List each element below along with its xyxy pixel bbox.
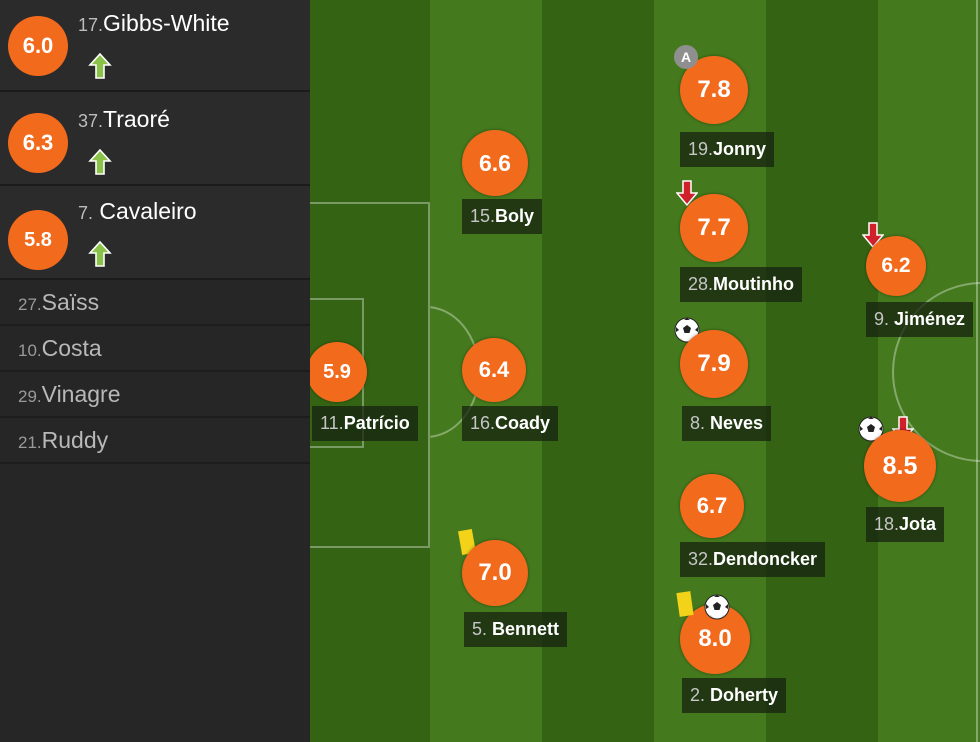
rating-badge: 7.7: [680, 194, 748, 262]
player-name-text: Doherty: [705, 685, 779, 705]
player-name-text: Bennett: [487, 619, 560, 639]
player-number: 19.: [688, 139, 714, 159]
bench-player: 10.Costa: [18, 335, 102, 362]
player-name-text: Saïss: [41, 289, 100, 315]
player-label: 9. Jiménez: [866, 302, 974, 337]
player-number: 27.: [18, 295, 42, 314]
player-name: 37.Traoré: [78, 106, 170, 133]
assist-badge: A: [674, 45, 698, 69]
player-number: 9.: [874, 309, 890, 329]
bench-row[interactable]: 21.Ruddy: [0, 418, 310, 464]
player-number: 8.: [690, 413, 706, 433]
player-name: 7. Cavaleiro: [78, 198, 197, 225]
player-label: 8. Neves: [682, 406, 772, 441]
player-label: 2. Doherty: [682, 678, 787, 713]
bench-player: 27.Saïss: [18, 289, 99, 316]
rating-badge: 7.8: [680, 56, 748, 124]
player-number: 16.: [470, 413, 496, 433]
player-number: 10.: [18, 341, 42, 360]
player-name-text: Jiménez: [889, 309, 966, 329]
player-name-text: Neves: [705, 413, 764, 433]
player-name: 17.Gibbs-White: [78, 10, 230, 37]
bench-row[interactable]: 10.Costa: [0, 326, 310, 372]
player-name-text: Costa: [41, 335, 102, 361]
player-number: 15.: [470, 206, 496, 226]
player-label: 32.Dendoncker: [680, 542, 826, 577]
bench-player: 29.Vinagre: [18, 381, 121, 408]
player-number: 11.: [320, 413, 344, 433]
player-name-text: Boly: [495, 206, 535, 226]
rating-badge: 5.9: [310, 342, 367, 402]
player-name-text: Jonny: [713, 139, 767, 159]
substitute-row[interactable]: 6.3 37.Traoré: [0, 92, 310, 186]
player-number: 32.: [688, 549, 714, 569]
player-number: 2.: [690, 685, 706, 705]
player-label: 28.Moutinho: [680, 267, 802, 302]
player-name-text: Dendoncker: [713, 549, 818, 569]
penalty-box: [310, 202, 430, 548]
sidebar: 6.0 17.Gibbs-White 6.3 37.Traoré 5.8 7. …: [0, 0, 310, 742]
rating-badge: 6.7: [680, 474, 744, 538]
sub-in-arrow-icon: [88, 148, 112, 175]
player-label: 11.Patrício: [312, 406, 418, 441]
player-label: 5. Bennett: [464, 612, 568, 647]
rating-badge: 5.8: [8, 210, 68, 270]
player-number: 18.: [874, 514, 900, 534]
rating-badge: 7.9: [680, 330, 748, 398]
player-label: 18.Jota: [866, 507, 945, 542]
player-number: 7.: [78, 203, 94, 223]
player-name-text: Traoré: [103, 106, 170, 132]
sub-in-arrow-icon: [88, 52, 112, 79]
player-name-text: Gibbs-White: [103, 10, 230, 36]
player-name-text: Vinagre: [41, 381, 121, 407]
player-label: 19.Jonny: [680, 132, 775, 167]
substitute-row[interactable]: 6.0 17.Gibbs-White: [0, 0, 310, 92]
bench-row[interactable]: 29.Vinagre: [0, 372, 310, 418]
player-number: 37.: [78, 111, 104, 131]
player-number: 29.: [18, 387, 42, 406]
player-name-text: Patrício: [343, 413, 410, 433]
sub-in-arrow-icon: [88, 240, 112, 267]
player-name-text: Cavaleiro: [93, 198, 197, 224]
player-name-text: Ruddy: [41, 427, 109, 453]
player-number: 17.: [78, 15, 104, 35]
substitute-row[interactable]: 5.8 7. Cavaleiro: [0, 186, 310, 280]
player-name-text: Coady: [495, 413, 551, 433]
rating-badge: 6.2: [866, 236, 926, 296]
player-label: 15.Boly: [462, 199, 543, 234]
bench-row[interactable]: 27.Saïss: [0, 280, 310, 326]
halfway-line: [976, 0, 978, 742]
rating-badge: 7.0: [462, 540, 528, 606]
goal-ball-icon: [704, 594, 730, 620]
player-name-text: Jota: [899, 514, 937, 534]
rating-badge: 6.0: [8, 16, 68, 76]
player-number: 5.: [472, 619, 488, 639]
player-label: 16.Coady: [462, 406, 559, 441]
bench-player: 21.Ruddy: [18, 427, 108, 454]
rating-badge: 8.5: [864, 430, 936, 502]
goal-ball-icon: [858, 416, 884, 442]
player-number: 21.: [18, 433, 42, 452]
pitch-stripe: [766, 0, 878, 742]
player-name-text: Moutinho: [713, 274, 794, 294]
player-number: 28.: [688, 274, 714, 294]
pitch: 5.9 11.Patrício 6.6 15.Boly 6.4 16.Coady…: [310, 0, 980, 742]
rating-badge: 6.3: [8, 113, 68, 173]
sub-out-arrow-icon: [676, 180, 698, 206]
rating-badge: 6.4: [462, 338, 526, 402]
rating-badge: 6.6: [462, 130, 528, 196]
